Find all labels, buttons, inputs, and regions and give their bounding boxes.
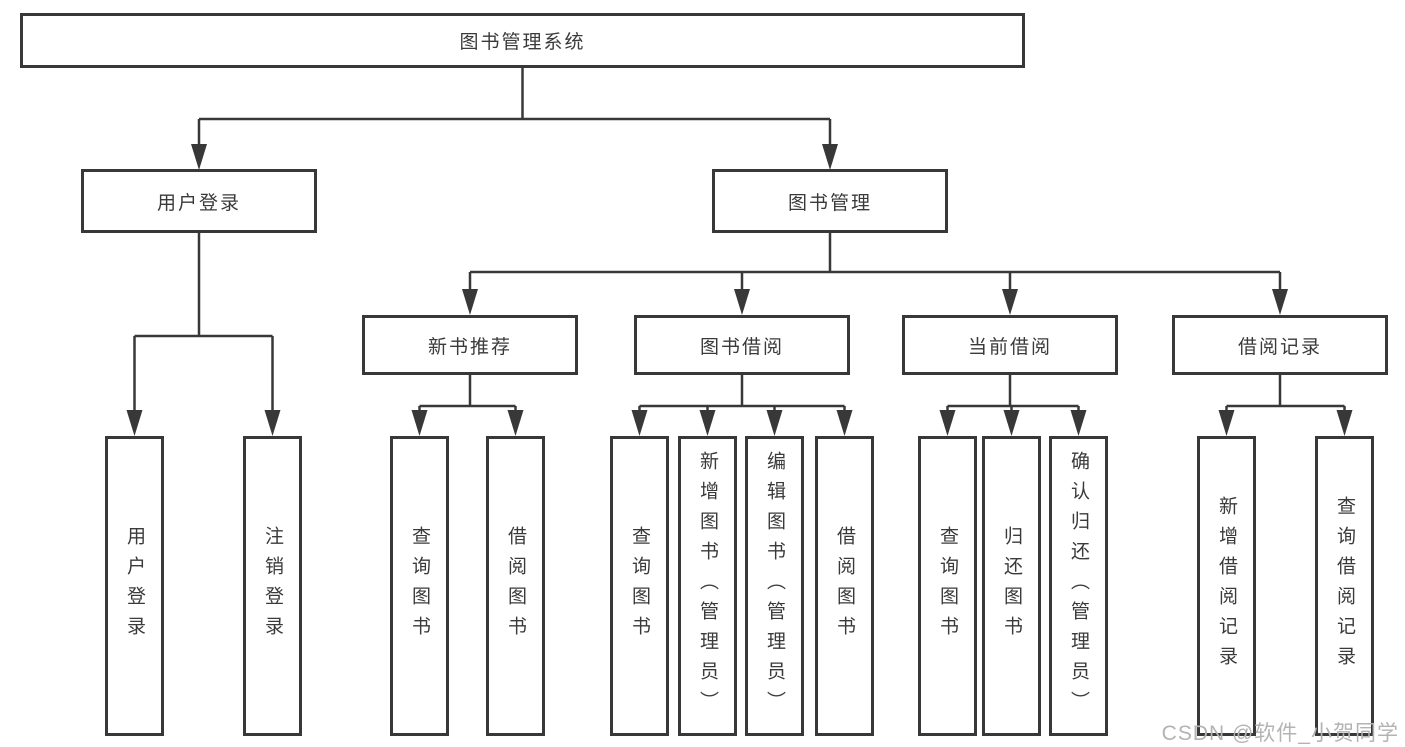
leaf-logout: 注销登录 [243, 436, 302, 736]
connector-current-borrow-to-leaves [946, 375, 1080, 413]
connector-root-to-level2 [197, 68, 832, 147]
node-label: 图书管理 [787, 192, 872, 214]
leaf-label: 新增借阅记录 [1216, 496, 1237, 676]
leaf-label: 注销登录 [262, 526, 283, 646]
node-label: 用户登录 [156, 192, 241, 214]
node-user-login: 用户登录 [81, 169, 317, 233]
leaf-label: 用户登录 [124, 526, 145, 646]
node-label: 新书推荐 [427, 336, 512, 358]
node-book-management: 图书管理 [712, 169, 948, 233]
leaf-label: 查询图书 [409, 526, 430, 646]
leaf-query-books-current: 查询图书 [918, 436, 977, 736]
leaf-user-login: 用户登录 [105, 436, 164, 736]
node-current-borrow: 当前借阅 [902, 315, 1118, 375]
leaf-edit-books-admin: 编辑图书（管理员） [745, 436, 804, 736]
leaf-borrow-books: 借阅图书 [815, 436, 874, 736]
leaf-query-books-borrow: 查询图书 [610, 436, 669, 736]
watermark: CSDN @软件_小贺同学 [1161, 722, 1399, 745]
leaf-label: 确认归还（管理员） [1068, 451, 1089, 721]
leaf-label: 编辑图书（管理员） [764, 451, 785, 721]
connector-borrow-records-to-leaves [1225, 375, 1346, 413]
node-label: 借阅记录 [1237, 336, 1322, 358]
leaf-return-books: 归还图书 [982, 436, 1041, 736]
leaf-confirm-return-admin: 确认归还（管理员） [1049, 436, 1108, 736]
node-book-management-system: 图书管理系统 [20, 13, 1025, 68]
leaf-label: 查询图书 [629, 526, 650, 646]
leaf-label: 归还图书 [1001, 526, 1022, 646]
node-label: 图书借阅 [699, 336, 784, 358]
node-book-borrow: 图书借阅 [634, 315, 850, 375]
leaf-add-books-admin: 新增图书（管理员） [678, 436, 737, 736]
leaf-label: 新增图书（管理员） [697, 451, 718, 721]
connector-user-login-to-leaves [133, 233, 274, 413]
leaf-add-borrow-record: 新增借阅记录 [1197, 436, 1256, 736]
leaf-label: 查询图书 [937, 526, 958, 646]
connector-book-mgmt-to-level3 [468, 233, 1282, 292]
leaf-borrow-books-recommend: 借阅图书 [486, 436, 545, 736]
leaf-label: 查询借阅记录 [1334, 496, 1355, 676]
connector-book-borrow-to-leaves [638, 375, 846, 413]
node-new-book-recommend: 新书推荐 [362, 315, 578, 375]
leaf-query-borrow-record: 查询借阅记录 [1315, 436, 1374, 736]
leaf-label: 借阅图书 [834, 526, 855, 646]
leaf-query-books-recommend: 查询图书 [390, 436, 449, 736]
node-label: 当前借阅 [967, 336, 1052, 358]
node-borrow-records: 借阅记录 [1172, 315, 1388, 375]
node-label: 图书管理系统 [459, 32, 586, 53]
leaf-label: 借阅图书 [505, 526, 526, 646]
connector-new-book-recommend-to-leaves [418, 375, 517, 413]
